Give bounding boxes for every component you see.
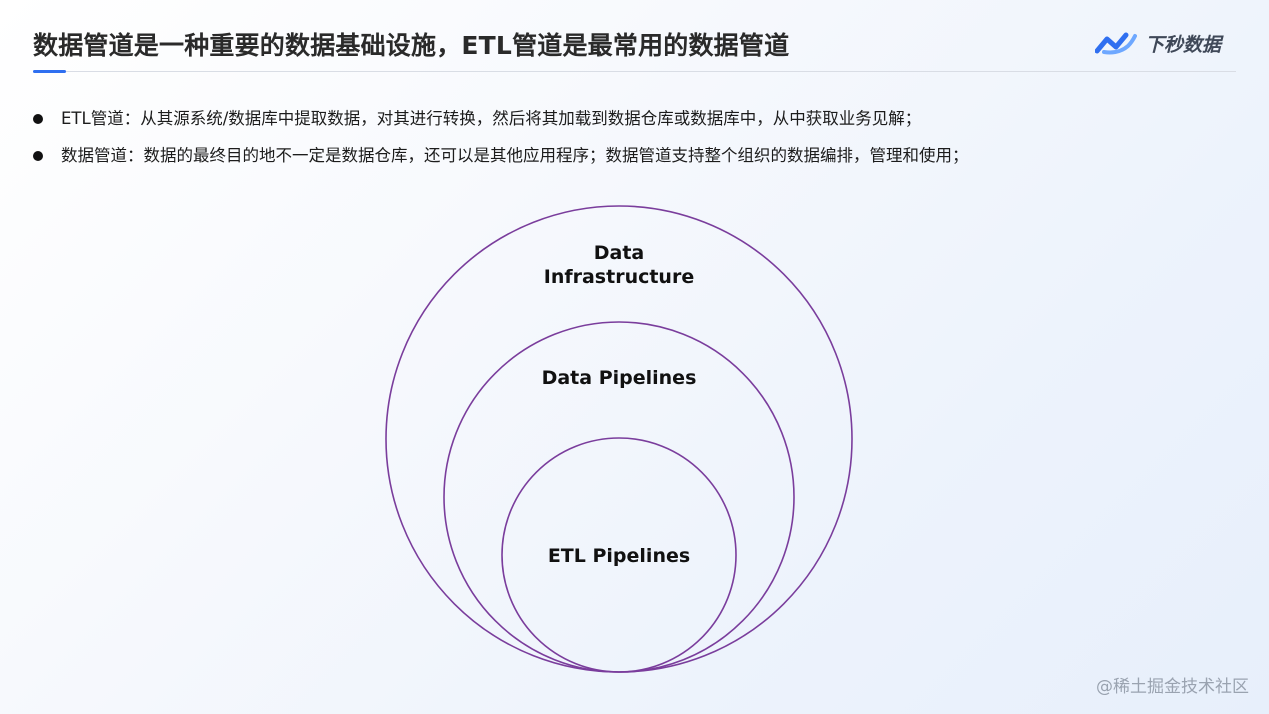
title-divider bbox=[33, 71, 1236, 72]
bullet-text: ETL管道：从其源系统/数据库中提取数据，对其进行转换，然后将其加载到数据仓库或… bbox=[61, 109, 922, 128]
brand-name: 下秒数据 bbox=[1145, 33, 1222, 56]
inner-circle-label: ETL Pipelines bbox=[548, 545, 690, 567]
outer-circle-label-line2: Infrastructure bbox=[544, 266, 694, 288]
title-accent-bar bbox=[33, 70, 66, 73]
brand-logo: 下秒数据 bbox=[1095, 28, 1221, 58]
outer-circle-label-line1: Data bbox=[594, 242, 645, 264]
middle-circle-label: Data Pipelines bbox=[542, 367, 697, 389]
watermark: @稀土掘金技术社区 bbox=[1096, 677, 1249, 697]
bullet-item-etl: ETL管道：从其源系统/数据库中提取数据，对其进行转换，然后将其加载到数据仓库或… bbox=[33, 104, 1233, 141]
bullet-text: 数据管道：数据的最终目的地不一定是数据仓库，还可以是其他应用程序；数据管道支持整… bbox=[61, 146, 969, 165]
bullet-list: ETL管道：从其源系统/数据库中提取数据，对其进行转换，然后将其加载到数据仓库或… bbox=[33, 104, 1233, 178]
wave-chart-logo-icon bbox=[1095, 32, 1137, 55]
bullet-dot bbox=[33, 151, 43, 161]
bullet-item-data-pipeline: 数据管道：数据的最终目的地不一定是数据仓库，还可以是其他应用程序；数据管道支持整… bbox=[33, 141, 1233, 178]
bullet-dot bbox=[33, 114, 43, 124]
slide-title: 数据管道是一种重要的数据基础设施，ETL管道是最常用的数据管道 bbox=[33, 31, 790, 60]
inner-circle-etl-pipelines bbox=[501, 437, 737, 673]
